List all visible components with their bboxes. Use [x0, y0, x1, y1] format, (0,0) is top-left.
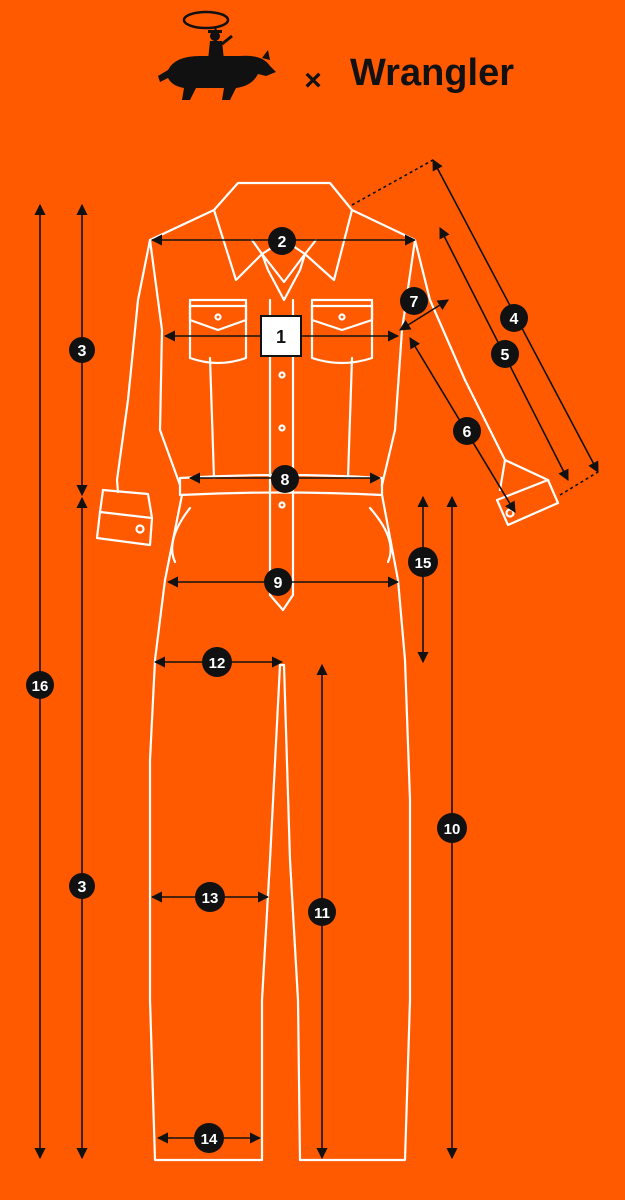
- right-chest-pocket: [310, 304, 374, 365]
- marker-3-upper: 3: [69, 337, 95, 363]
- svg-text:8: 8: [281, 472, 290, 489]
- marker-10: 10: [437, 813, 467, 843]
- collab-cross: ×: [304, 64, 322, 97]
- marker-16: 16: [26, 671, 54, 699]
- marker-15: 15: [408, 547, 438, 577]
- brand-name: Wrangler: [350, 52, 514, 94]
- right-cuff: [495, 478, 560, 527]
- svg-text:3: 3: [78, 343, 87, 360]
- marker-14: 14: [194, 1123, 224, 1153]
- marker-12: 12: [202, 647, 232, 677]
- marker-4: 4: [500, 304, 528, 332]
- svg-text:11: 11: [314, 905, 330, 922]
- coverall-outline: [95, 181, 560, 1162]
- marker-5: 5: [491, 340, 519, 368]
- svg-text:4: 4: [510, 311, 519, 328]
- marker-8: 8: [271, 465, 299, 493]
- svg-text:6: 6: [463, 424, 472, 441]
- svg-text:16: 16: [32, 678, 49, 695]
- right-leg: [282, 493, 412, 1162]
- marker-7: 7: [400, 287, 428, 315]
- svg-text:13: 13: [202, 890, 219, 907]
- marker-3-lower: 3: [69, 873, 95, 899]
- svg-text:7: 7: [410, 294, 419, 311]
- brand-header: × Wrangler: [158, 10, 514, 100]
- marker-1-box: 1: [260, 315, 302, 357]
- svg-text:15: 15: [415, 555, 432, 572]
- cowboy-boar-logo-icon: [158, 10, 276, 100]
- marker-6: 6: [453, 417, 481, 445]
- placket: [268, 298, 295, 612]
- svg-text:10: 10: [444, 821, 461, 838]
- svg-text:5: 5: [501, 347, 510, 364]
- marker-2: 2: [268, 227, 296, 255]
- left-leg: [148, 493, 282, 1162]
- svg-text:1: 1: [276, 327, 286, 347]
- marker-11: 11: [308, 898, 336, 926]
- left-chest-pocket: [188, 304, 248, 365]
- left-cuff: [95, 510, 154, 547]
- svg-text:3: 3: [78, 879, 87, 896]
- svg-text:12: 12: [209, 655, 226, 672]
- svg-text:14: 14: [201, 1131, 218, 1148]
- marker-9: 9: [264, 568, 292, 596]
- svg-text:9: 9: [274, 575, 283, 592]
- svg-text:2: 2: [278, 234, 287, 251]
- marker-13: 13: [195, 882, 225, 912]
